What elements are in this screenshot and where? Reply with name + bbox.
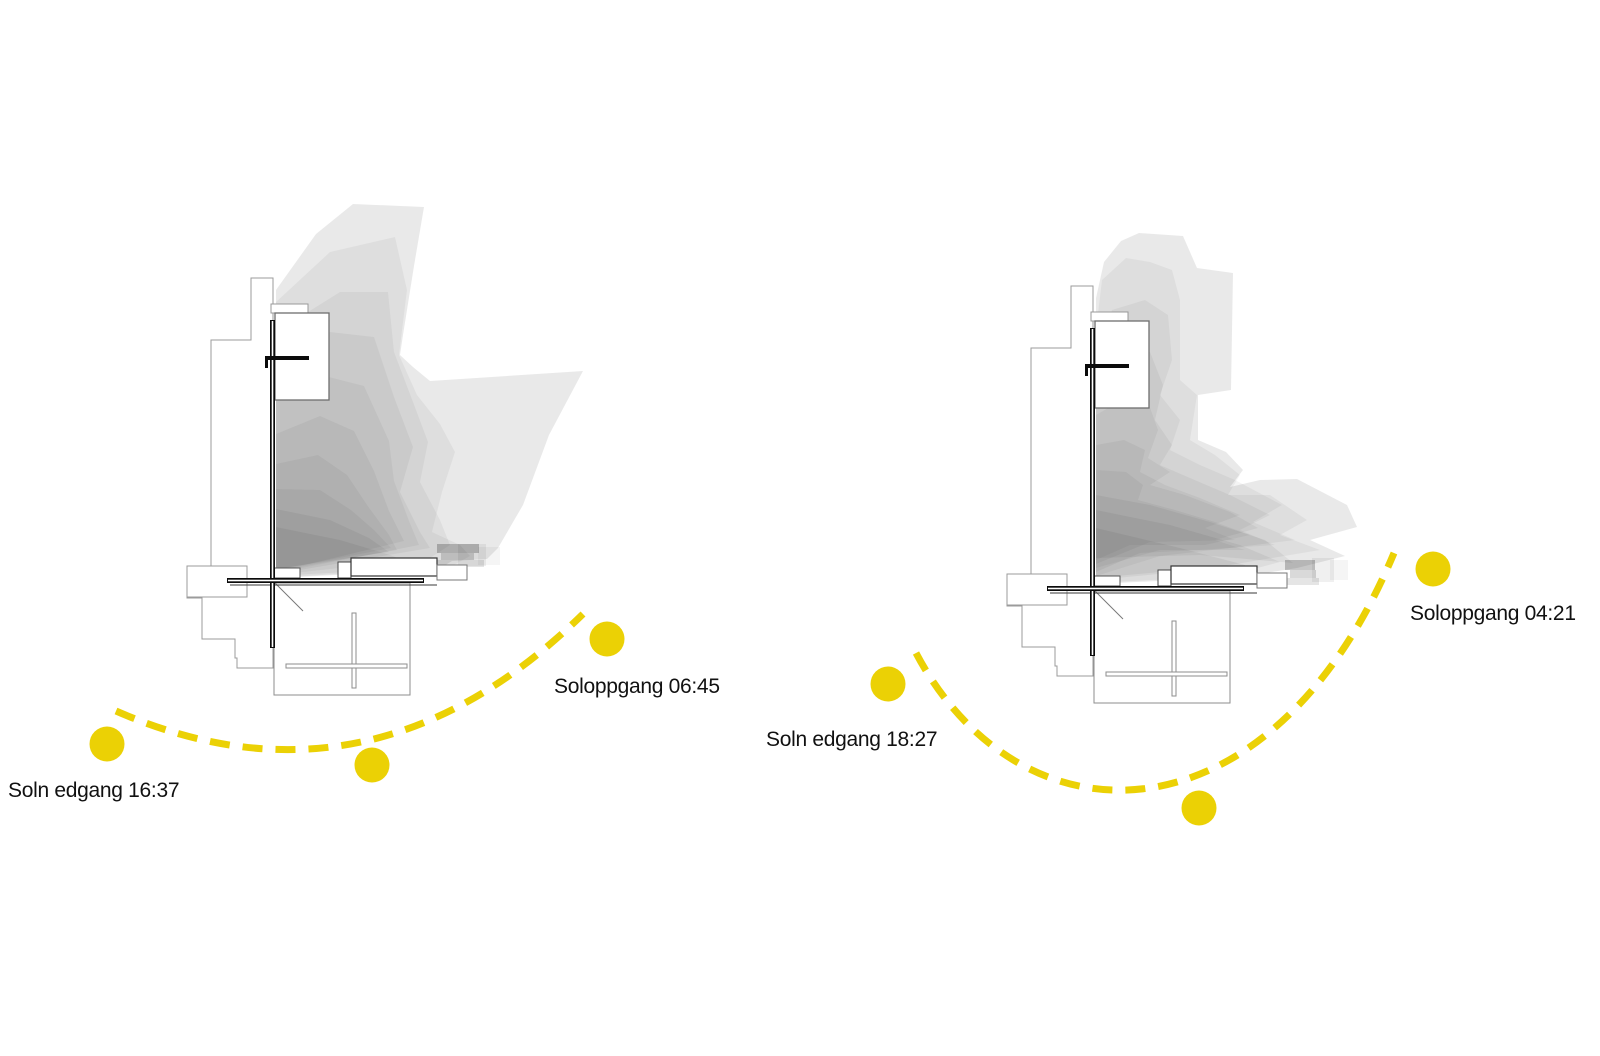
sunset-label: Soln edgang 16:37 <box>8 779 179 802</box>
shadow-polygon <box>1096 470 1250 560</box>
shadow-stripe <box>437 560 484 567</box>
shadow-stripe <box>1312 558 1334 582</box>
shadow-stripe <box>1290 570 1316 578</box>
shadow-polygon <box>1096 510 1280 578</box>
sun-dot-sunrise <box>1415 551 1451 587</box>
sun-dot-sunrise <box>589 621 625 657</box>
shadow-polygon <box>276 489 391 570</box>
shadow-polygon <box>276 455 397 571</box>
sunrise-label: Soloppgang 06:45 <box>554 675 720 698</box>
sun-path-arc <box>114 611 586 754</box>
sun-dot-sunset <box>870 666 906 702</box>
shadow-fan-right <box>1096 233 1357 585</box>
shadow-polygon <box>276 509 389 569</box>
shadow-polygon <box>276 376 419 573</box>
shadow-stripe <box>478 547 500 565</box>
shadow-stripe <box>1285 578 1319 585</box>
shadow-polygon <box>276 416 404 572</box>
shadow-stripe <box>441 553 474 560</box>
sun-dot-mid <box>1181 790 1217 826</box>
sunrise-label: Soloppgang 04:21 <box>1410 602 1576 625</box>
sun-path-left: Soln edgang 16:37 Soloppgang 06:45 <box>8 611 720 802</box>
shadow-polygon <box>1096 495 1293 563</box>
shadow-polygon <box>276 204 583 578</box>
diagram-left: Soln edgang 16:37 Soloppgang 06:45 <box>8 204 720 802</box>
diagram-right: Soln edgang 18:27 Soloppgang 04:21 <box>766 233 1576 826</box>
sunset-label: Soln edgang 18:27 <box>766 728 937 751</box>
shadow-polygon <box>1096 233 1357 584</box>
sun-path-right: Soln edgang 18:27 Soloppgang 04:21 <box>766 551 1576 826</box>
shadow-stripe <box>458 544 486 566</box>
shadow-stripe <box>1330 560 1348 580</box>
sun-dot-mid <box>354 747 390 783</box>
shadow-stripe <box>437 544 479 553</box>
shadow-stripe <box>1285 560 1315 570</box>
shadow-polygon <box>1096 400 1258 568</box>
sun-dot-sunset <box>89 726 125 762</box>
shadow-polygon <box>1096 440 1240 564</box>
shadow-polygon <box>1096 258 1320 580</box>
